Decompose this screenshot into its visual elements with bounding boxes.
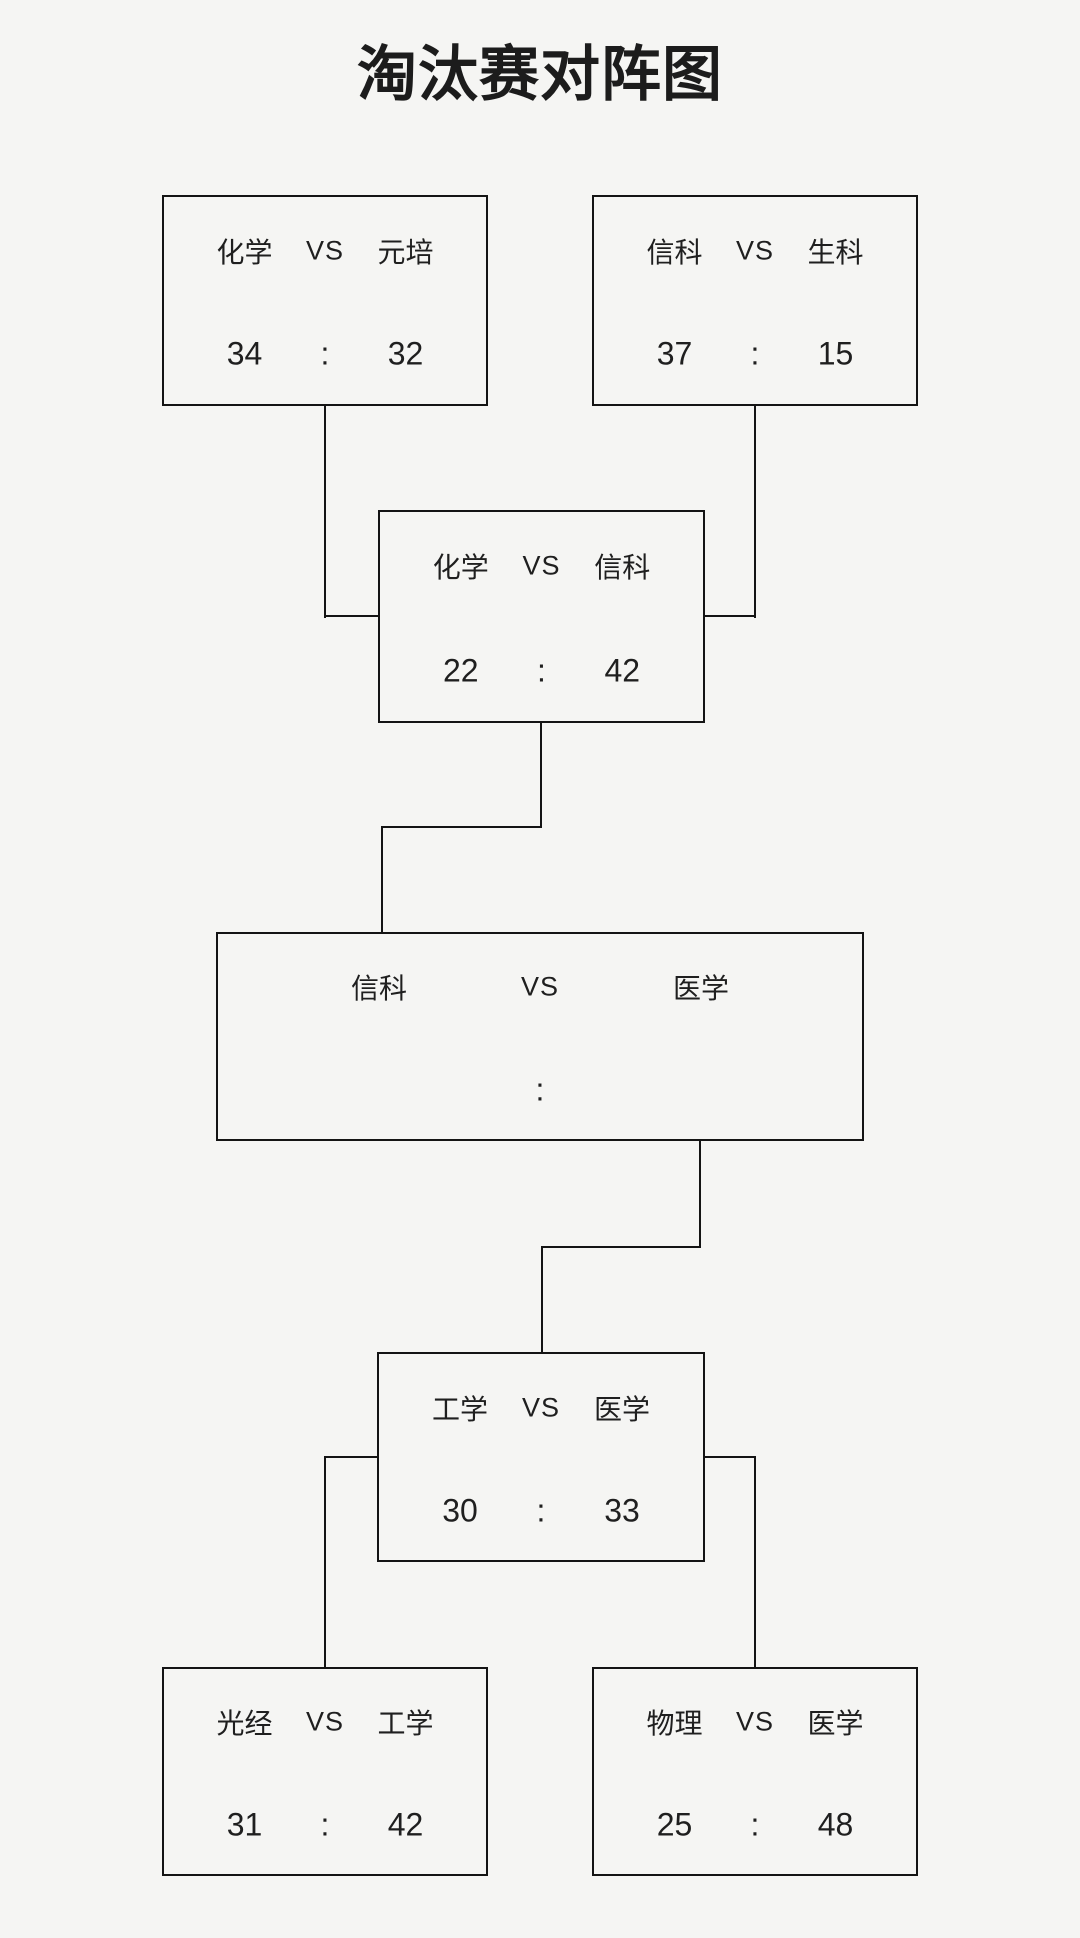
connector-round1-top-left-down bbox=[324, 406, 326, 618]
team2-name: 元培 bbox=[377, 236, 434, 268]
team1-score: 25 bbox=[656, 1806, 693, 1843]
match-box-round1-bottom-right: 物理 VS 医学 25 : 48 bbox=[592, 1667, 918, 1876]
connector-semi-upper-down bbox=[540, 723, 542, 828]
vs-label: VS bbox=[522, 550, 561, 581]
team2-name: 医学 bbox=[672, 973, 730, 1005]
connector-semi-upper-into-final bbox=[381, 826, 383, 934]
page-title: 淘汰赛对阵图 bbox=[357, 41, 723, 108]
vs-label: VS bbox=[521, 1392, 561, 1423]
team2-name: 信科 bbox=[594, 552, 651, 584]
team2-name: 医学 bbox=[593, 1393, 651, 1425]
team1-name: 信科 bbox=[350, 973, 408, 1005]
match-box-final: 信科 VS 医学 : bbox=[216, 932, 864, 1141]
connector-final-across bbox=[541, 1246, 701, 1248]
team1-score: 31 bbox=[226, 1806, 263, 1843]
connector-semi-upper-across bbox=[381, 826, 542, 828]
team2-score: 42 bbox=[387, 1806, 424, 1843]
connector-final-into-semi-lower bbox=[541, 1246, 543, 1354]
team2-name: 医学 bbox=[807, 1708, 864, 1740]
team1-name: 化学 bbox=[216, 236, 273, 268]
connector-round1-top-right-down bbox=[754, 406, 756, 618]
team1-score: 30 bbox=[442, 1492, 478, 1529]
score-colon: : bbox=[320, 335, 330, 372]
connector-semi-lower-right-out bbox=[704, 1456, 756, 1458]
team2-name: 工学 bbox=[377, 1708, 434, 1740]
match-box-round1-top-left: 化学 VS 元培 34 : 32 bbox=[162, 195, 488, 406]
team1-name: 物理 bbox=[646, 1708, 703, 1740]
vs-label: VS bbox=[735, 1706, 775, 1737]
match-box-semifinal-upper: 化学 VS 信科 22 : 42 bbox=[378, 510, 705, 723]
team2-score: 48 bbox=[817, 1806, 854, 1843]
score-colon: : bbox=[750, 335, 760, 372]
connector-round1-top-left-into-semi bbox=[324, 615, 380, 617]
team2-name: 生科 bbox=[807, 236, 864, 268]
match-box-semifinal-lower: 工学 VS 医学 30 : 33 bbox=[377, 1352, 705, 1562]
vs-label: VS bbox=[735, 235, 775, 266]
team1-score: 34 bbox=[226, 335, 263, 372]
score-colon: : bbox=[750, 1806, 760, 1843]
vs-label: VS bbox=[305, 1706, 345, 1737]
match-box-round1-bottom-left: 光经 VS 工学 31 : 42 bbox=[162, 1667, 488, 1876]
score-colon: : bbox=[536, 1492, 546, 1529]
team2-score: 42 bbox=[604, 652, 641, 689]
team1-name: 信科 bbox=[646, 236, 703, 268]
connector-final-down bbox=[699, 1141, 701, 1248]
team1-name: 化学 bbox=[432, 552, 489, 584]
vs-label: VS bbox=[305, 235, 345, 266]
team1-score: 37 bbox=[656, 335, 693, 372]
team2-score: 32 bbox=[387, 335, 424, 372]
team1-name: 工学 bbox=[431, 1393, 489, 1425]
team2-score: 33 bbox=[604, 1492, 640, 1529]
score-colon: : bbox=[535, 1071, 545, 1108]
connector-round1-top-right-into-semi bbox=[703, 615, 756, 617]
score-colon: : bbox=[537, 652, 546, 689]
connector-semi-lower-left-out bbox=[324, 1456, 379, 1458]
match-box-round1-top-right: 信科 VS 生科 37 : 15 bbox=[592, 195, 918, 406]
connector-semi-lower-left-down bbox=[324, 1456, 326, 1669]
team1-name: 光经 bbox=[216, 1708, 273, 1740]
connector-semi-lower-right-down bbox=[754, 1456, 756, 1669]
vs-label: VS bbox=[520, 971, 560, 1002]
team1-score: 22 bbox=[442, 652, 479, 689]
score-colon: : bbox=[320, 1806, 330, 1843]
team2-score: 15 bbox=[817, 335, 854, 372]
